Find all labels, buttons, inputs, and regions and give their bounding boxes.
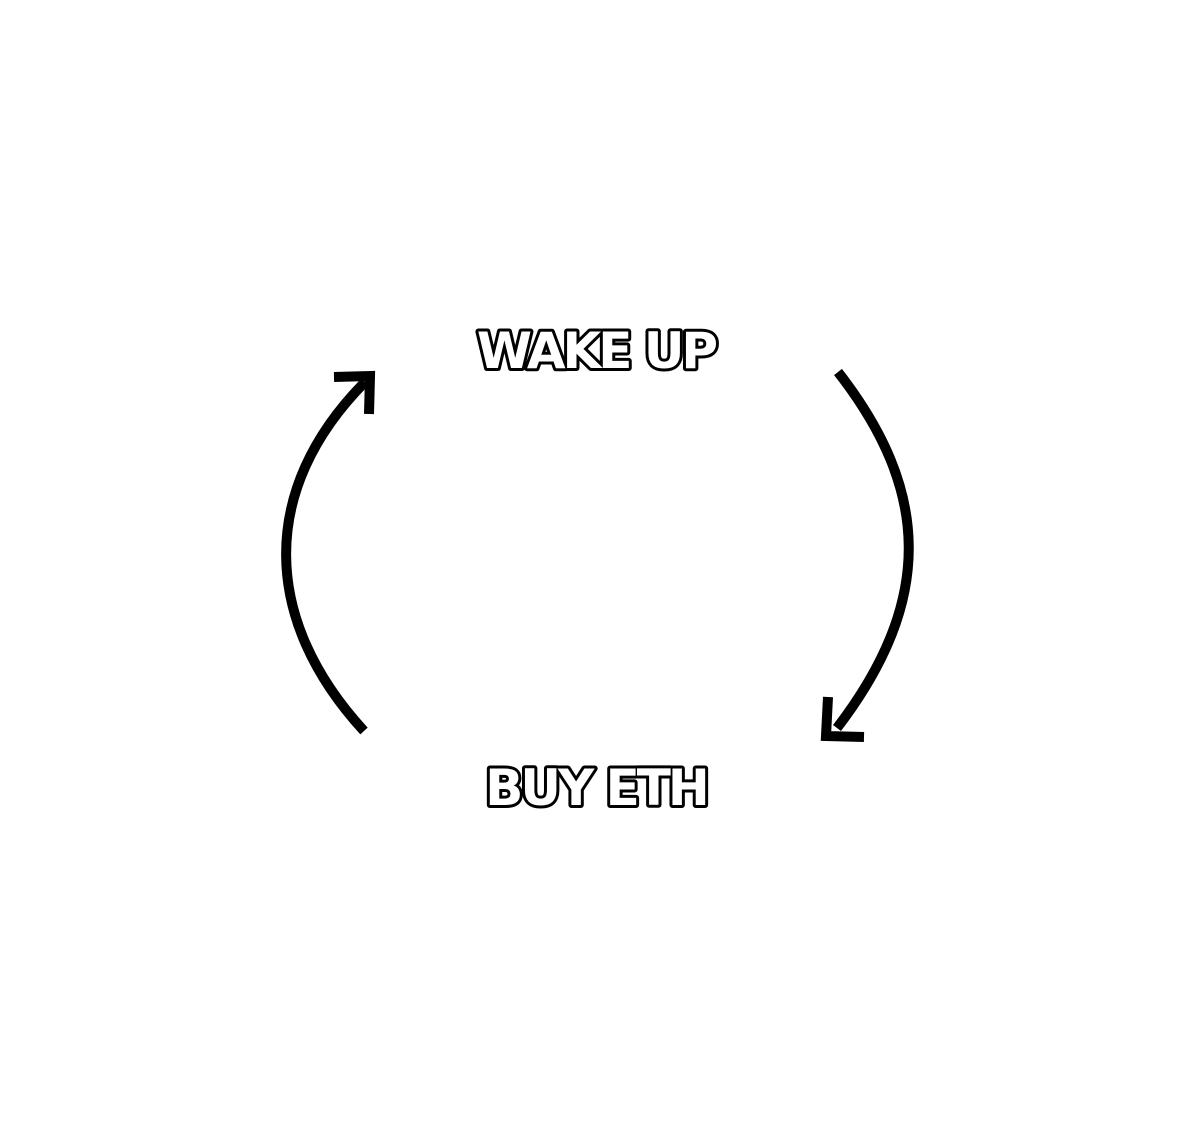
curved-arrow-up-icon — [281, 370, 376, 735]
curved-arrow-down-icon — [820, 368, 914, 742]
node-label-wake-up: WAKE UP — [477, 322, 717, 380]
node-label-buy-eth: BUY ETH — [485, 759, 706, 817]
